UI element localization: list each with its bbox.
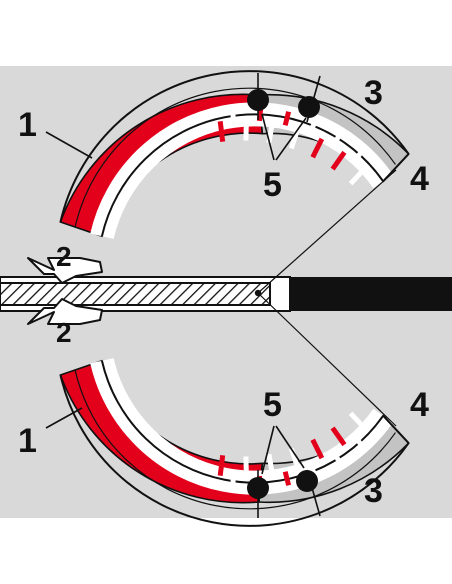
lower-label-2: 2 — [56, 317, 72, 348]
lower-ring-segment-tick — [310, 438, 325, 460]
lower-ring-segment-tick — [352, 435, 366, 450]
upper-ring-segment-tick — [307, 119, 318, 135]
upper-label-2: 2 — [56, 241, 72, 272]
lower-leader-1 — [45, 407, 83, 429]
upper-label-3: 3 — [364, 74, 383, 112]
pivot-line-upper — [257, 169, 397, 294]
upper-leader-5-left — [261, 113, 275, 161]
lower-ring-segment-tick — [217, 454, 226, 477]
upper-ring-segment-tick — [348, 167, 367, 186]
upper-ring-end-cap — [382, 153, 410, 182]
upper-ring-segment-tick — [217, 120, 226, 143]
upper-ring-segment-tick — [282, 111, 292, 126]
upper-ring-segment-tick — [266, 122, 275, 144]
upper-ring-outline-inner — [74, 87, 396, 228]
upper-ring-segment-tick — [230, 106, 236, 121]
lower-ring-segment-tick — [282, 471, 292, 486]
upper-ring-segment-tick — [352, 147, 366, 162]
lower-ring-segment-tick — [230, 476, 236, 491]
upper-arrow-2 — [27, 257, 103, 284]
upper-dot-right — [298, 96, 320, 118]
upper-ring-outline-innermost — [100, 113, 384, 237]
upper-label-5: 5 — [263, 166, 282, 204]
shaft-hatched-core — [0, 282, 271, 306]
lower-label-1: 1 — [18, 422, 37, 460]
lower-dot-left — [247, 477, 269, 499]
upper-ring-segment-tick — [310, 137, 325, 159]
lower-ring-outline-outer — [59, 374, 410, 527]
lower-ring-outline-inner — [74, 369, 396, 510]
lower-ring-segment-tick — [331, 450, 343, 466]
lower-ring-segment-tick — [266, 453, 275, 475]
upper-dot-left — [247, 89, 269, 111]
lower-ring — [59, 358, 410, 527]
upper-leader-5-right — [275, 117, 307, 161]
upper-ring-segment-ticks — [217, 106, 367, 186]
lower-ring-end-cap — [382, 415, 410, 444]
upper-ring — [59, 70, 410, 239]
lower-ring-segment-tick — [330, 426, 347, 447]
shaft-black-handle — [290, 277, 452, 311]
upper-label-4: 4 — [410, 160, 429, 198]
lower-dot-right — [296, 470, 318, 492]
lower-leader-5-right — [275, 425, 305, 469]
lower-ring-segment-tick — [348, 411, 367, 430]
upper-ring-outline-outer — [59, 70, 410, 223]
lower-leader-5-left — [261, 425, 275, 475]
shaft — [0, 169, 452, 427]
upper-leader-1 — [45, 131, 93, 159]
lower-label-3: 3 — [364, 472, 383, 510]
lower-ring-outline-innermost — [100, 360, 384, 484]
lower-label-5: 5 — [263, 386, 282, 424]
lower-ring-segment-tick — [243, 456, 249, 477]
upper-label-1: 1 — [18, 106, 37, 144]
lower-arrow-2 — [27, 298, 103, 325]
upper-ring-segment-tick — [243, 120, 249, 141]
pivot-line-lower — [257, 292, 397, 427]
upper-ring-segment-tick — [331, 131, 343, 147]
upper-ring-segment-tick — [330, 150, 347, 171]
lower-label-4: 4 — [410, 386, 429, 424]
